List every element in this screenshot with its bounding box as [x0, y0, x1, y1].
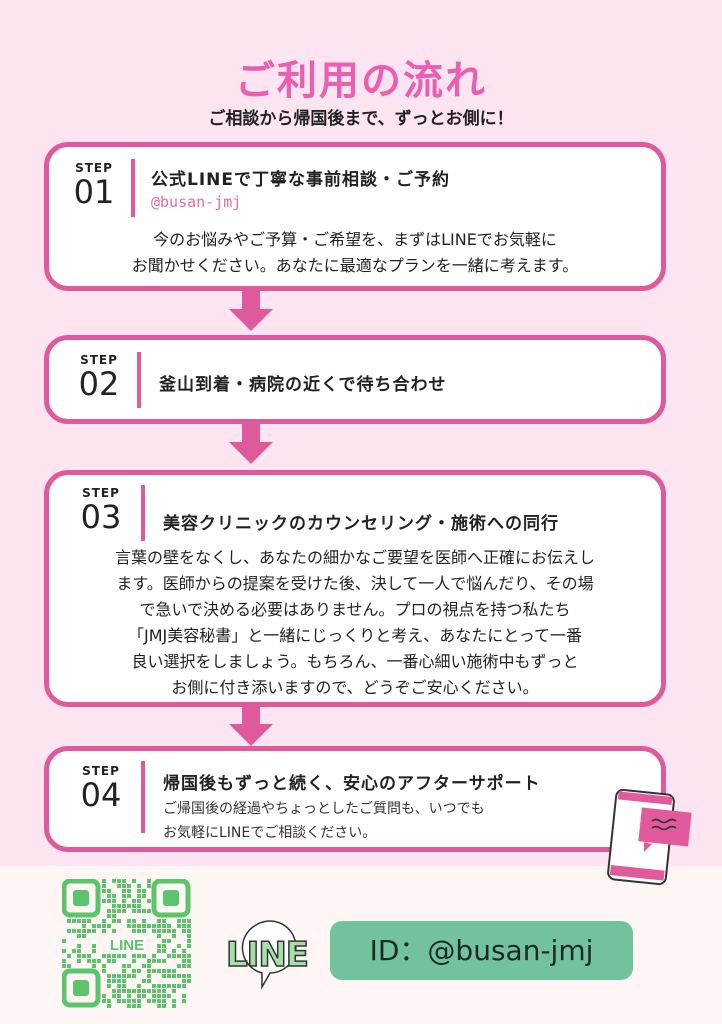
smartphone-chat-icon	[607, 788, 692, 886]
line: ご帰国後の経過やちょっとしたご質問も、いつでも	[163, 801, 485, 817]
line: 「JMJ美容秘書」と一緒にじっくりと考え、あなたにとって一番	[128, 626, 582, 645]
divider	[131, 159, 135, 217]
arrow-down-icon	[229, 291, 273, 331]
step-heading: 美容クリニックのカウンセリング・施術への同行	[163, 514, 559, 534]
line: 今のお悩みやご予算・ご希望を、まずはLINEでお気軽に	[153, 230, 557, 249]
line: 言葉の壁をなくし、あなたの細かなご要望を医師へ正確にお伝えし	[114, 548, 595, 567]
divider	[137, 352, 141, 408]
step-no: 04	[80, 776, 122, 814]
page-title: ご利用の流れ	[235, 58, 487, 104]
step-heading: 帰国後もずっと続く、安心のアフターサポート	[163, 774, 541, 794]
step-heading: 釜山到着・病院の近くで待ち合わせ	[159, 375, 447, 395]
line-logo: LINE	[225, 913, 318, 993]
line: お気軽にLINEでご相談ください。	[163, 825, 377, 841]
line-handle[interactable]: @busan-jmj	[151, 193, 242, 211]
step-body: ご帰国後の経過やちょっとしたご質問も、いつでもお気軽にLINEでご相談ください。	[163, 797, 485, 845]
line: お側に付き添いますので、どうぞご安心ください。	[171, 678, 539, 697]
line: ます。医師からの提案を受けた後、決して一人で悩んだり、その場	[116, 574, 594, 593]
step-heading: 公式LINEで丁寧な事前相談・ご予約	[151, 170, 450, 190]
step-no: 03	[80, 498, 122, 536]
divider	[141, 761, 145, 833]
line-logo-text: LINE	[225, 934, 310, 976]
flow-section	[0, 0, 722, 866]
step-label: STEP	[80, 353, 118, 367]
step-no: 02	[78, 365, 120, 403]
step-label: STEP	[82, 764, 120, 778]
step-label: STEP	[75, 161, 113, 175]
arrow-down-icon	[229, 424, 273, 464]
qr-label: LINE	[110, 937, 144, 954]
page-subtitle: ご相談から帰国後まで、ずっとお側に！	[208, 109, 514, 129]
line: で急いで決める必要はありません。プロの視点を持つ私たち	[139, 600, 571, 619]
arrow-down-icon	[229, 706, 273, 746]
line-qr-code[interactable]: LINE	[62, 879, 192, 1009]
line: 良い選択をしましょう。もちろん、一番心細い施術中もずっと	[131, 652, 579, 671]
speech-bubble-icon	[241, 920, 297, 990]
step-label: STEP	[82, 486, 120, 500]
divider	[141, 485, 145, 541]
step-no: 01	[73, 173, 115, 211]
step-body: 言葉の壁をなくし、あなたの細かなご要望を医師へ正確にお伝えします。医師からの提案…	[49, 545, 661, 701]
step-body: 今のお悩みやご予算・ご希望を、まずはLINEでお気軽にお聞かせください。あなたに…	[49, 227, 661, 279]
line-id-badge[interactable]: ID：@busan-jmj	[330, 921, 633, 980]
line: お聞かせください。あなたに最適なプランを一緒に考えます。	[131, 256, 579, 275]
